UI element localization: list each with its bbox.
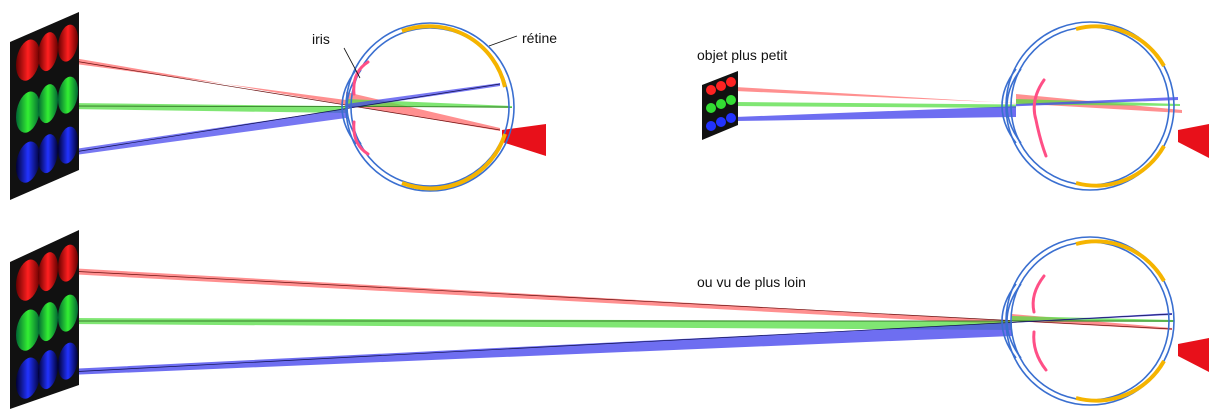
object-image bbox=[10, 230, 79, 409]
green-beam bbox=[68, 99, 512, 113]
blue-beam bbox=[735, 97, 1178, 121]
object-image bbox=[10, 12, 79, 200]
blue-beam-center bbox=[67, 83, 501, 154]
farther-view-label: ou vu de plus loin bbox=[697, 274, 806, 290]
red-beam-center bbox=[67, 59, 501, 131]
retina-upper bbox=[401, 24, 507, 88]
retina-leader bbox=[488, 35, 518, 47]
iris-label: iris bbox=[312, 31, 330, 47]
smaller-object-label: objet plus petit bbox=[697, 47, 787, 63]
iris-shape bbox=[1031, 274, 1048, 372]
red-beam bbox=[735, 87, 1182, 113]
iris-shape bbox=[352, 60, 370, 156]
red-beam-center bbox=[67, 270, 1173, 330]
green-beam bbox=[68, 316, 1174, 330]
green-beam-center bbox=[67, 105, 513, 108]
scene-smaller-object: objet plus petit bbox=[697, 21, 1209, 191]
green-beam bbox=[735, 99, 1180, 108]
iris-leader bbox=[343, 47, 361, 79]
cornea bbox=[341, 69, 357, 145]
object-image bbox=[702, 71, 738, 140]
optic-nerve bbox=[1178, 124, 1209, 158]
optic-nerve bbox=[1178, 338, 1209, 372]
iris-shape bbox=[1032, 78, 1048, 158]
scene-near-object: iris rétine bbox=[10, 12, 557, 200]
eye-outer-wall bbox=[345, 22, 515, 192]
blue-beam-center bbox=[67, 313, 1173, 373]
eye bbox=[1001, 236, 1209, 406]
eye bbox=[1001, 21, 1209, 191]
scene-farther-view: ou vu de plus loin bbox=[10, 230, 1209, 409]
eye bbox=[341, 22, 546, 192]
retina-lower bbox=[401, 133, 507, 191]
retina-label: rétine bbox=[522, 30, 557, 46]
optic-nerve bbox=[502, 124, 546, 156]
